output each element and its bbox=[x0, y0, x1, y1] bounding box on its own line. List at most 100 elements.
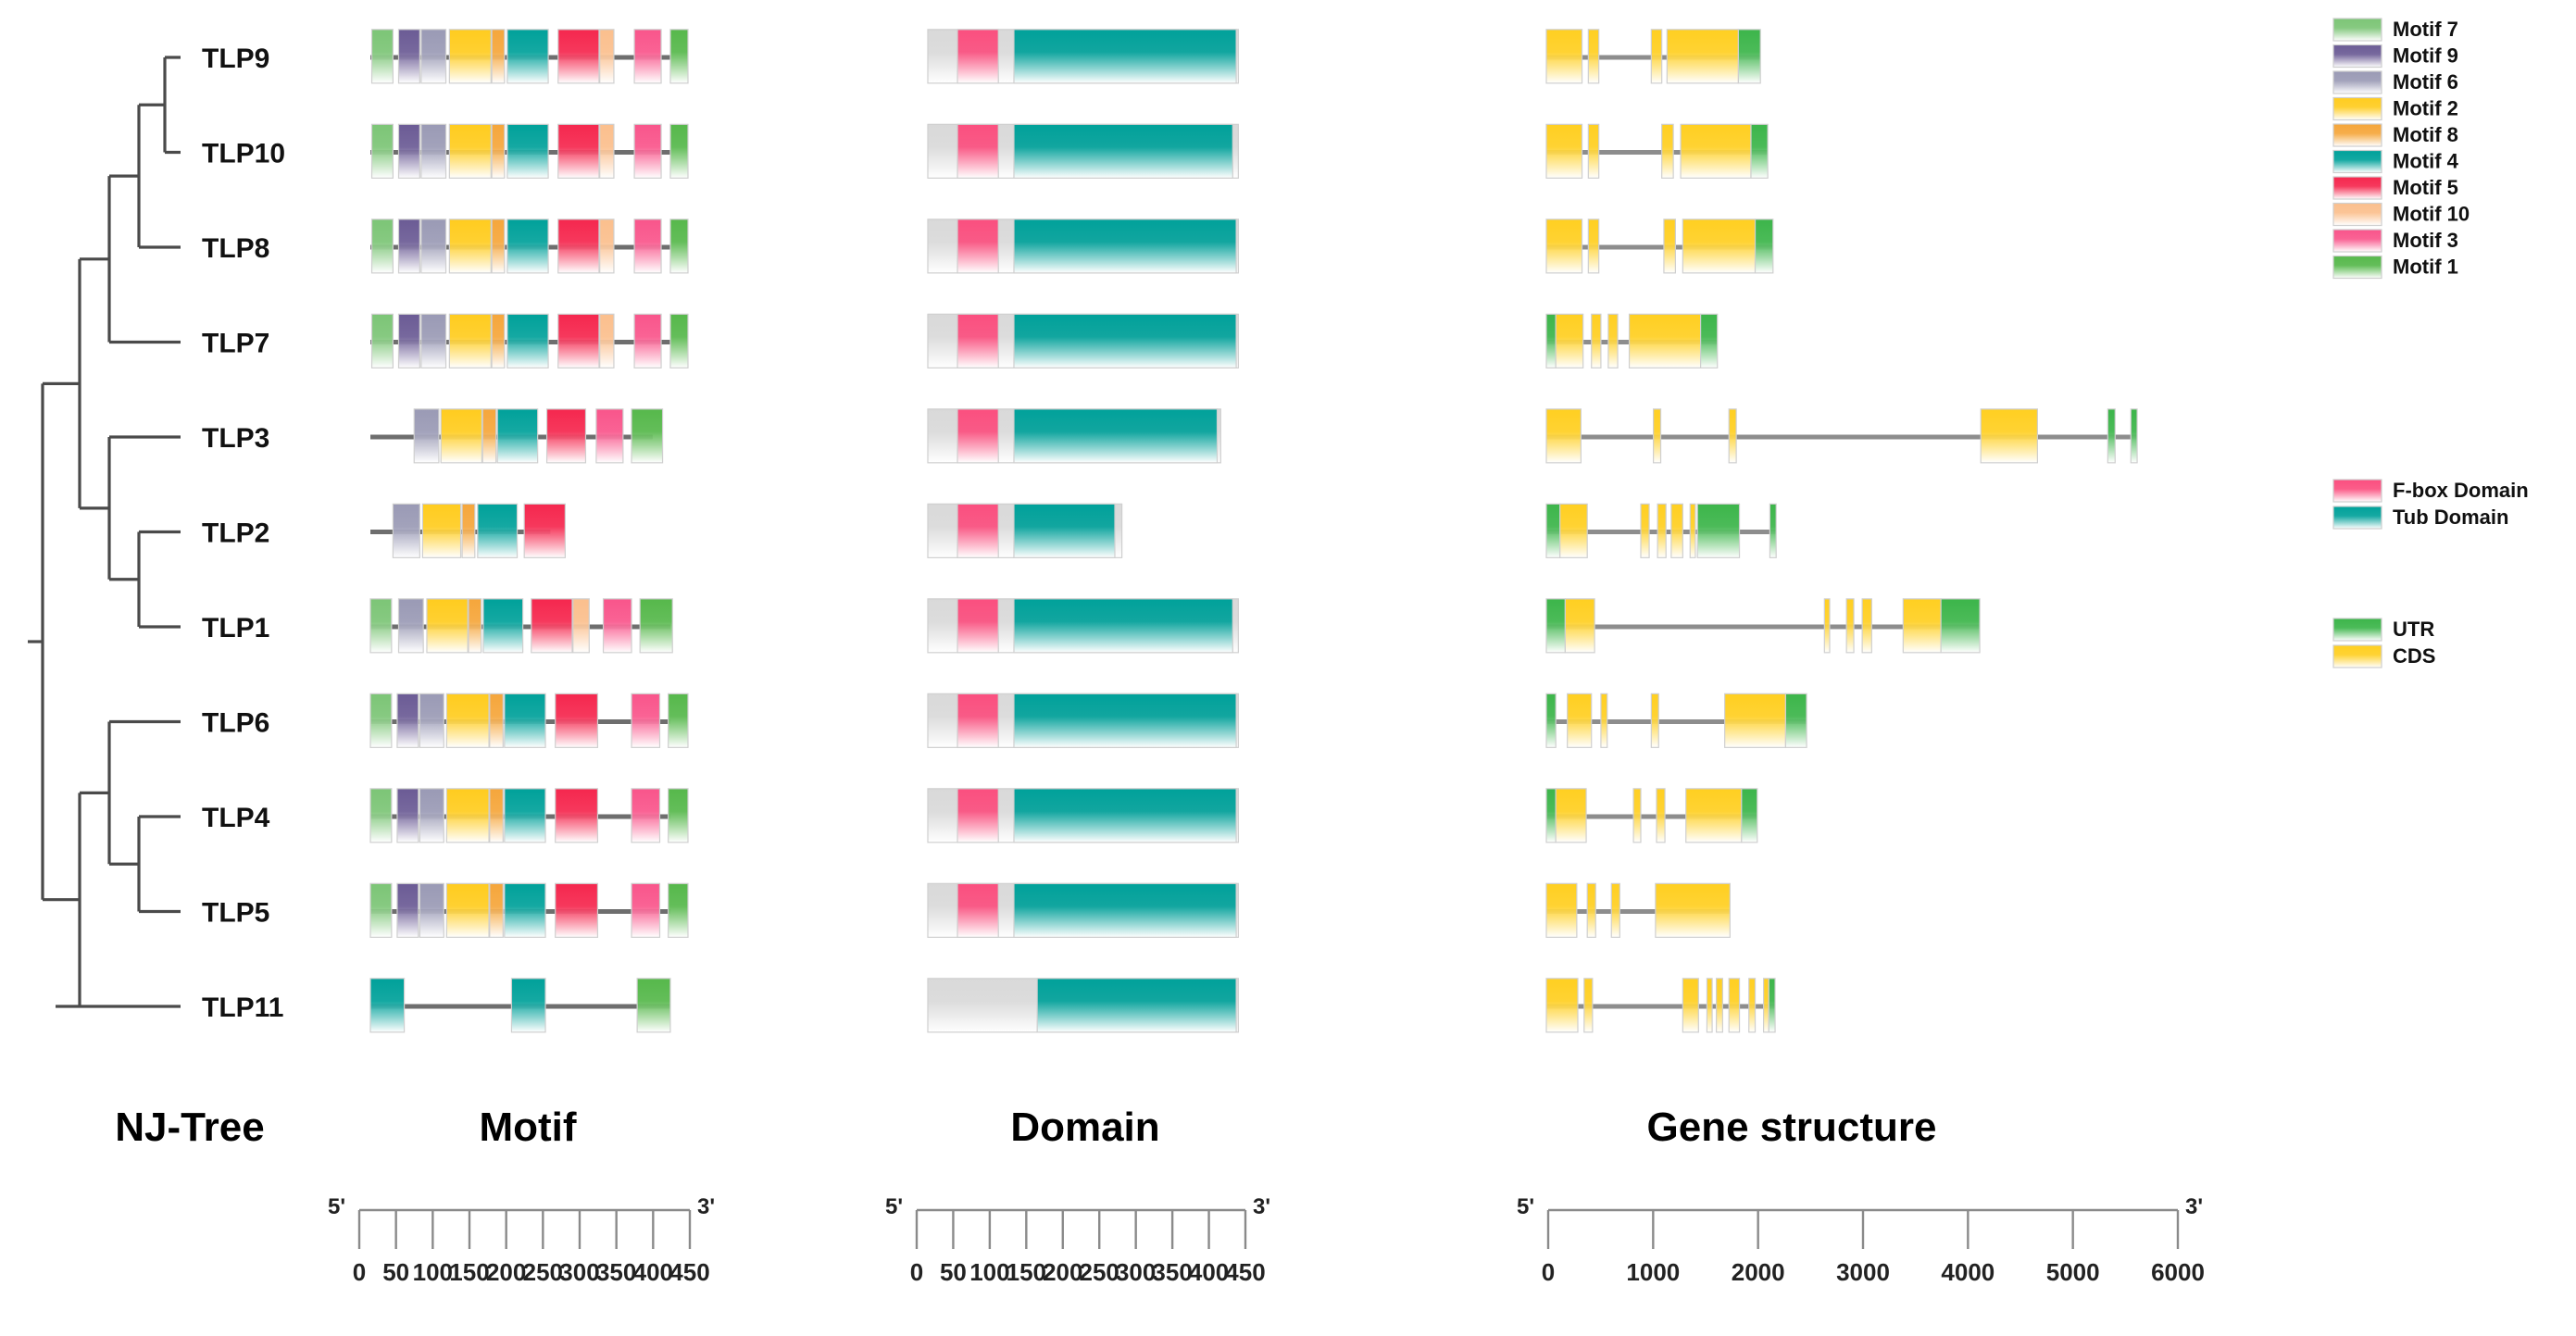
motif-row-tlp4 bbox=[369, 788, 689, 843]
cds-block bbox=[1610, 882, 1620, 938]
motif-box-motif-10 bbox=[599, 29, 615, 84]
motif-box-motif-2 bbox=[448, 29, 492, 84]
axis-tick-label: 400 bbox=[633, 1258, 673, 1286]
cds-block bbox=[1685, 788, 1743, 843]
legend-item-motif-2[interactable]: Motif 2 bbox=[2332, 96, 2458, 121]
cds-block bbox=[1587, 219, 1600, 274]
legend-item-motif-7[interactable]: Motif 7 bbox=[2332, 18, 2458, 42]
axis-3-prime-label: 3' bbox=[2185, 1194, 2203, 1219]
axis-tick-label: 350 bbox=[1152, 1258, 1192, 1286]
cds-block bbox=[1845, 598, 1855, 654]
motif-box-motif-8 bbox=[491, 29, 506, 84]
cds-block bbox=[1661, 123, 1674, 179]
legend-label: Motif 1 bbox=[2393, 255, 2458, 278]
domain-row-tlp5 bbox=[927, 882, 1239, 938]
motif-box-motif-4 bbox=[369, 978, 406, 1033]
cds-block bbox=[1640, 503, 1650, 558]
legend-swatch bbox=[2332, 149, 2382, 174]
axis-5-prime-label: 5' bbox=[1517, 1194, 1534, 1219]
legend-item-motif-3[interactable]: Motif 3 bbox=[2332, 229, 2458, 253]
legend-swatch bbox=[2332, 479, 2382, 503]
motif-box-motif-3 bbox=[633, 219, 662, 274]
f-box-domain bbox=[957, 219, 999, 274]
axis-tick-label: 400 bbox=[1189, 1258, 1229, 1286]
tub-domain bbox=[1013, 123, 1233, 179]
utr-block bbox=[1696, 503, 1741, 558]
legend-swatch bbox=[2332, 44, 2382, 69]
legend-item-motif-6[interactable]: Motif 6 bbox=[2332, 70, 2458, 94]
motif-box-motif-5 bbox=[557, 123, 600, 179]
domain-row-tlp6 bbox=[927, 693, 1239, 748]
motif-box-motif-8 bbox=[491, 123, 506, 179]
axis-tick-label: 2000 bbox=[1732, 1258, 1785, 1286]
legend-item-motif-9[interactable]: Motif 9 bbox=[2332, 44, 2458, 69]
gene-row-tlp1 bbox=[1545, 598, 1981, 654]
cds-block bbox=[1586, 882, 1596, 938]
legend-label: Tub Domain bbox=[2393, 506, 2508, 529]
motif-box-motif-5 bbox=[555, 788, 599, 843]
gene-row-tlp8 bbox=[1545, 219, 1774, 274]
axis-tick-label: 0 bbox=[1542, 1258, 1555, 1286]
cds-block bbox=[1545, 29, 1583, 84]
axis-tick-label: 50 bbox=[940, 1258, 967, 1286]
cds-block bbox=[1628, 313, 1702, 368]
utr-block bbox=[1940, 598, 1981, 654]
axis-tick-label: 200 bbox=[1043, 1258, 1082, 1286]
tub-domain bbox=[1013, 693, 1237, 748]
tree-tip-label-tlp1: TLP1 bbox=[202, 613, 269, 643]
motif-box-motif-1 bbox=[636, 978, 671, 1033]
cds-block bbox=[1545, 219, 1583, 274]
motif-box-motif-5 bbox=[523, 503, 566, 558]
cds-block bbox=[1555, 788, 1587, 843]
f-box-domain bbox=[957, 313, 999, 368]
motif-box-motif-9 bbox=[397, 219, 420, 274]
domain-row-tlp10 bbox=[927, 123, 1239, 179]
motif-box-motif-2 bbox=[421, 503, 462, 558]
legend-label: Motif 4 bbox=[2393, 149, 2459, 172]
gene-row-tlp5 bbox=[1545, 882, 1731, 938]
motif-box-motif-8 bbox=[468, 598, 482, 654]
motif-box-motif-2 bbox=[440, 408, 483, 464]
utr-block bbox=[1545, 598, 1566, 654]
utr-block bbox=[1737, 29, 1761, 84]
motif-box-motif-10 bbox=[599, 123, 615, 179]
legend-item-motif-4[interactable]: Motif 4 bbox=[2332, 149, 2459, 174]
motif-box-motif-8 bbox=[489, 693, 504, 748]
cds-block bbox=[1706, 978, 1713, 1033]
panel-title-gene-structure: Gene structure bbox=[1647, 1105, 1937, 1150]
axis-5-prime-label: 5' bbox=[885, 1194, 903, 1219]
cds-block bbox=[1555, 313, 1584, 368]
legend-label: Motif 9 bbox=[2393, 44, 2458, 67]
axis-tick-label: 200 bbox=[486, 1258, 526, 1286]
utr-block bbox=[1750, 123, 1769, 179]
utr-block bbox=[1545, 788, 1557, 843]
legend-item-tub-domain[interactable]: Tub Domain bbox=[2332, 506, 2508, 530]
motif-box-motif-5 bbox=[531, 598, 573, 654]
motif-box-motif-10 bbox=[572, 598, 590, 654]
cds-block bbox=[1748, 978, 1757, 1033]
motif-box-motif-4 bbox=[496, 408, 539, 464]
legend-item-motif-10[interactable]: Motif 10 bbox=[2332, 202, 2470, 227]
gene-row-tlp6 bbox=[1545, 693, 1807, 748]
motif-row-tlp11 bbox=[369, 978, 671, 1033]
legend-item-motif-8[interactable]: Motif 8 bbox=[2332, 123, 2458, 147]
legend-item-motif-1[interactable]: Motif 1 bbox=[2332, 255, 2458, 280]
motif-box-motif-3 bbox=[631, 882, 661, 938]
motif-box-motif-4 bbox=[506, 29, 549, 84]
legend-item-cds[interactable]: CDS bbox=[2332, 644, 2435, 668]
f-box-domain bbox=[957, 29, 999, 84]
cds-block bbox=[1545, 408, 1582, 464]
axis-tick-label: 100 bbox=[969, 1258, 1009, 1286]
cds-block bbox=[1655, 882, 1731, 938]
tub-domain bbox=[1013, 882, 1237, 938]
legend-item-utr[interactable]: UTR bbox=[2332, 618, 2434, 642]
motif-box-motif-8 bbox=[489, 882, 504, 938]
legend-item-motif-5[interactable]: Motif 5 bbox=[2332, 176, 2458, 200]
tree-tip-label-tlp3: TLP3 bbox=[202, 423, 269, 454]
domain-row-tlp9 bbox=[927, 29, 1239, 84]
motif-box-motif-3 bbox=[633, 313, 662, 368]
legend-item-f-box-domain[interactable]: F-box Domain bbox=[2332, 479, 2529, 503]
